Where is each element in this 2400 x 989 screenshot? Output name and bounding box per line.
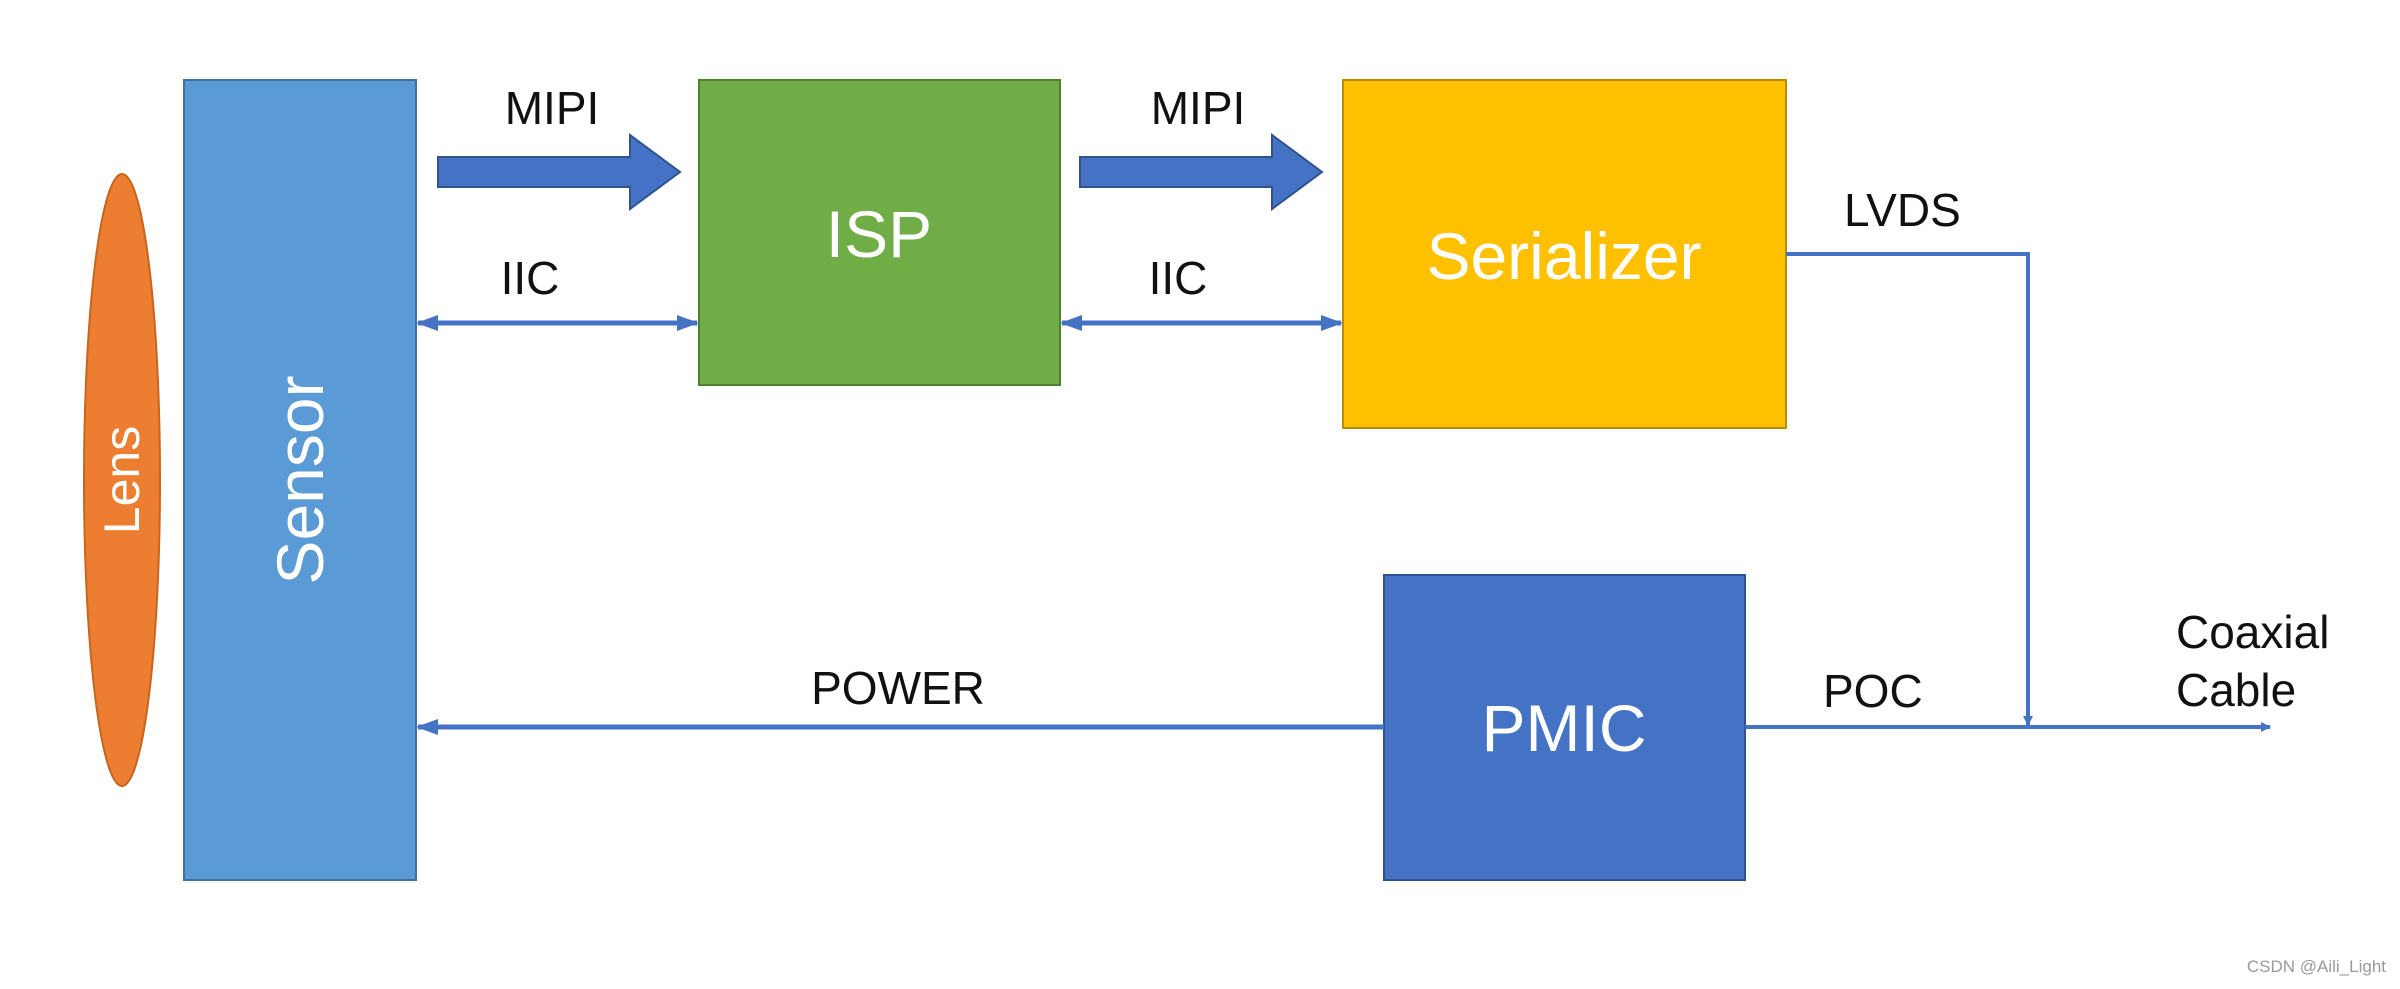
- isp-block: ISP: [698, 79, 1061, 386]
- iic-label-1: IIC: [501, 252, 560, 304]
- sensor-shape: [183, 79, 417, 881]
- isp-shape: [698, 79, 1061, 386]
- mipi-arrow-sensor-to-isp: [437, 133, 682, 211]
- lvds-label: LVDS: [1844, 184, 1961, 236]
- lens-block: Lens: [83, 173, 161, 787]
- pmic-label: PMIC: [1482, 691, 1647, 765]
- coaxial-cable-label-line1: Coaxial: [2176, 606, 2329, 658]
- poc-label: POC: [1823, 665, 1923, 717]
- sensor-label: Sensor: [263, 375, 337, 584]
- mipi-arrow-isp-to-serializer: [1079, 133, 1324, 211]
- mipi-label-1: MIPI: [505, 82, 600, 134]
- iic-label-2: IIC: [1149, 252, 1208, 304]
- watermark: CSDN @Aili_Light: [2247, 957, 2386, 976]
- power-label: POWER: [811, 662, 985, 714]
- mipi-label-2: MIPI: [1151, 82, 1246, 134]
- isp-label: ISP: [826, 197, 932, 271]
- sensor-block: Sensor: [183, 79, 417, 881]
- serializer-label: Serializer: [1426, 219, 1701, 293]
- serializer-shape: [1342, 79, 1787, 429]
- lens-shape: [83, 173, 161, 787]
- coaxial-cable-label-line2: Cable: [2176, 664, 2296, 716]
- serializer-block: Serializer: [1342, 79, 1787, 429]
- pmic-block: PMIC: [1383, 574, 1746, 881]
- lens-label: Lens: [94, 426, 150, 534]
- pmic-shape: [1383, 574, 1746, 881]
- lvds-connector: [1786, 252, 2033, 726]
